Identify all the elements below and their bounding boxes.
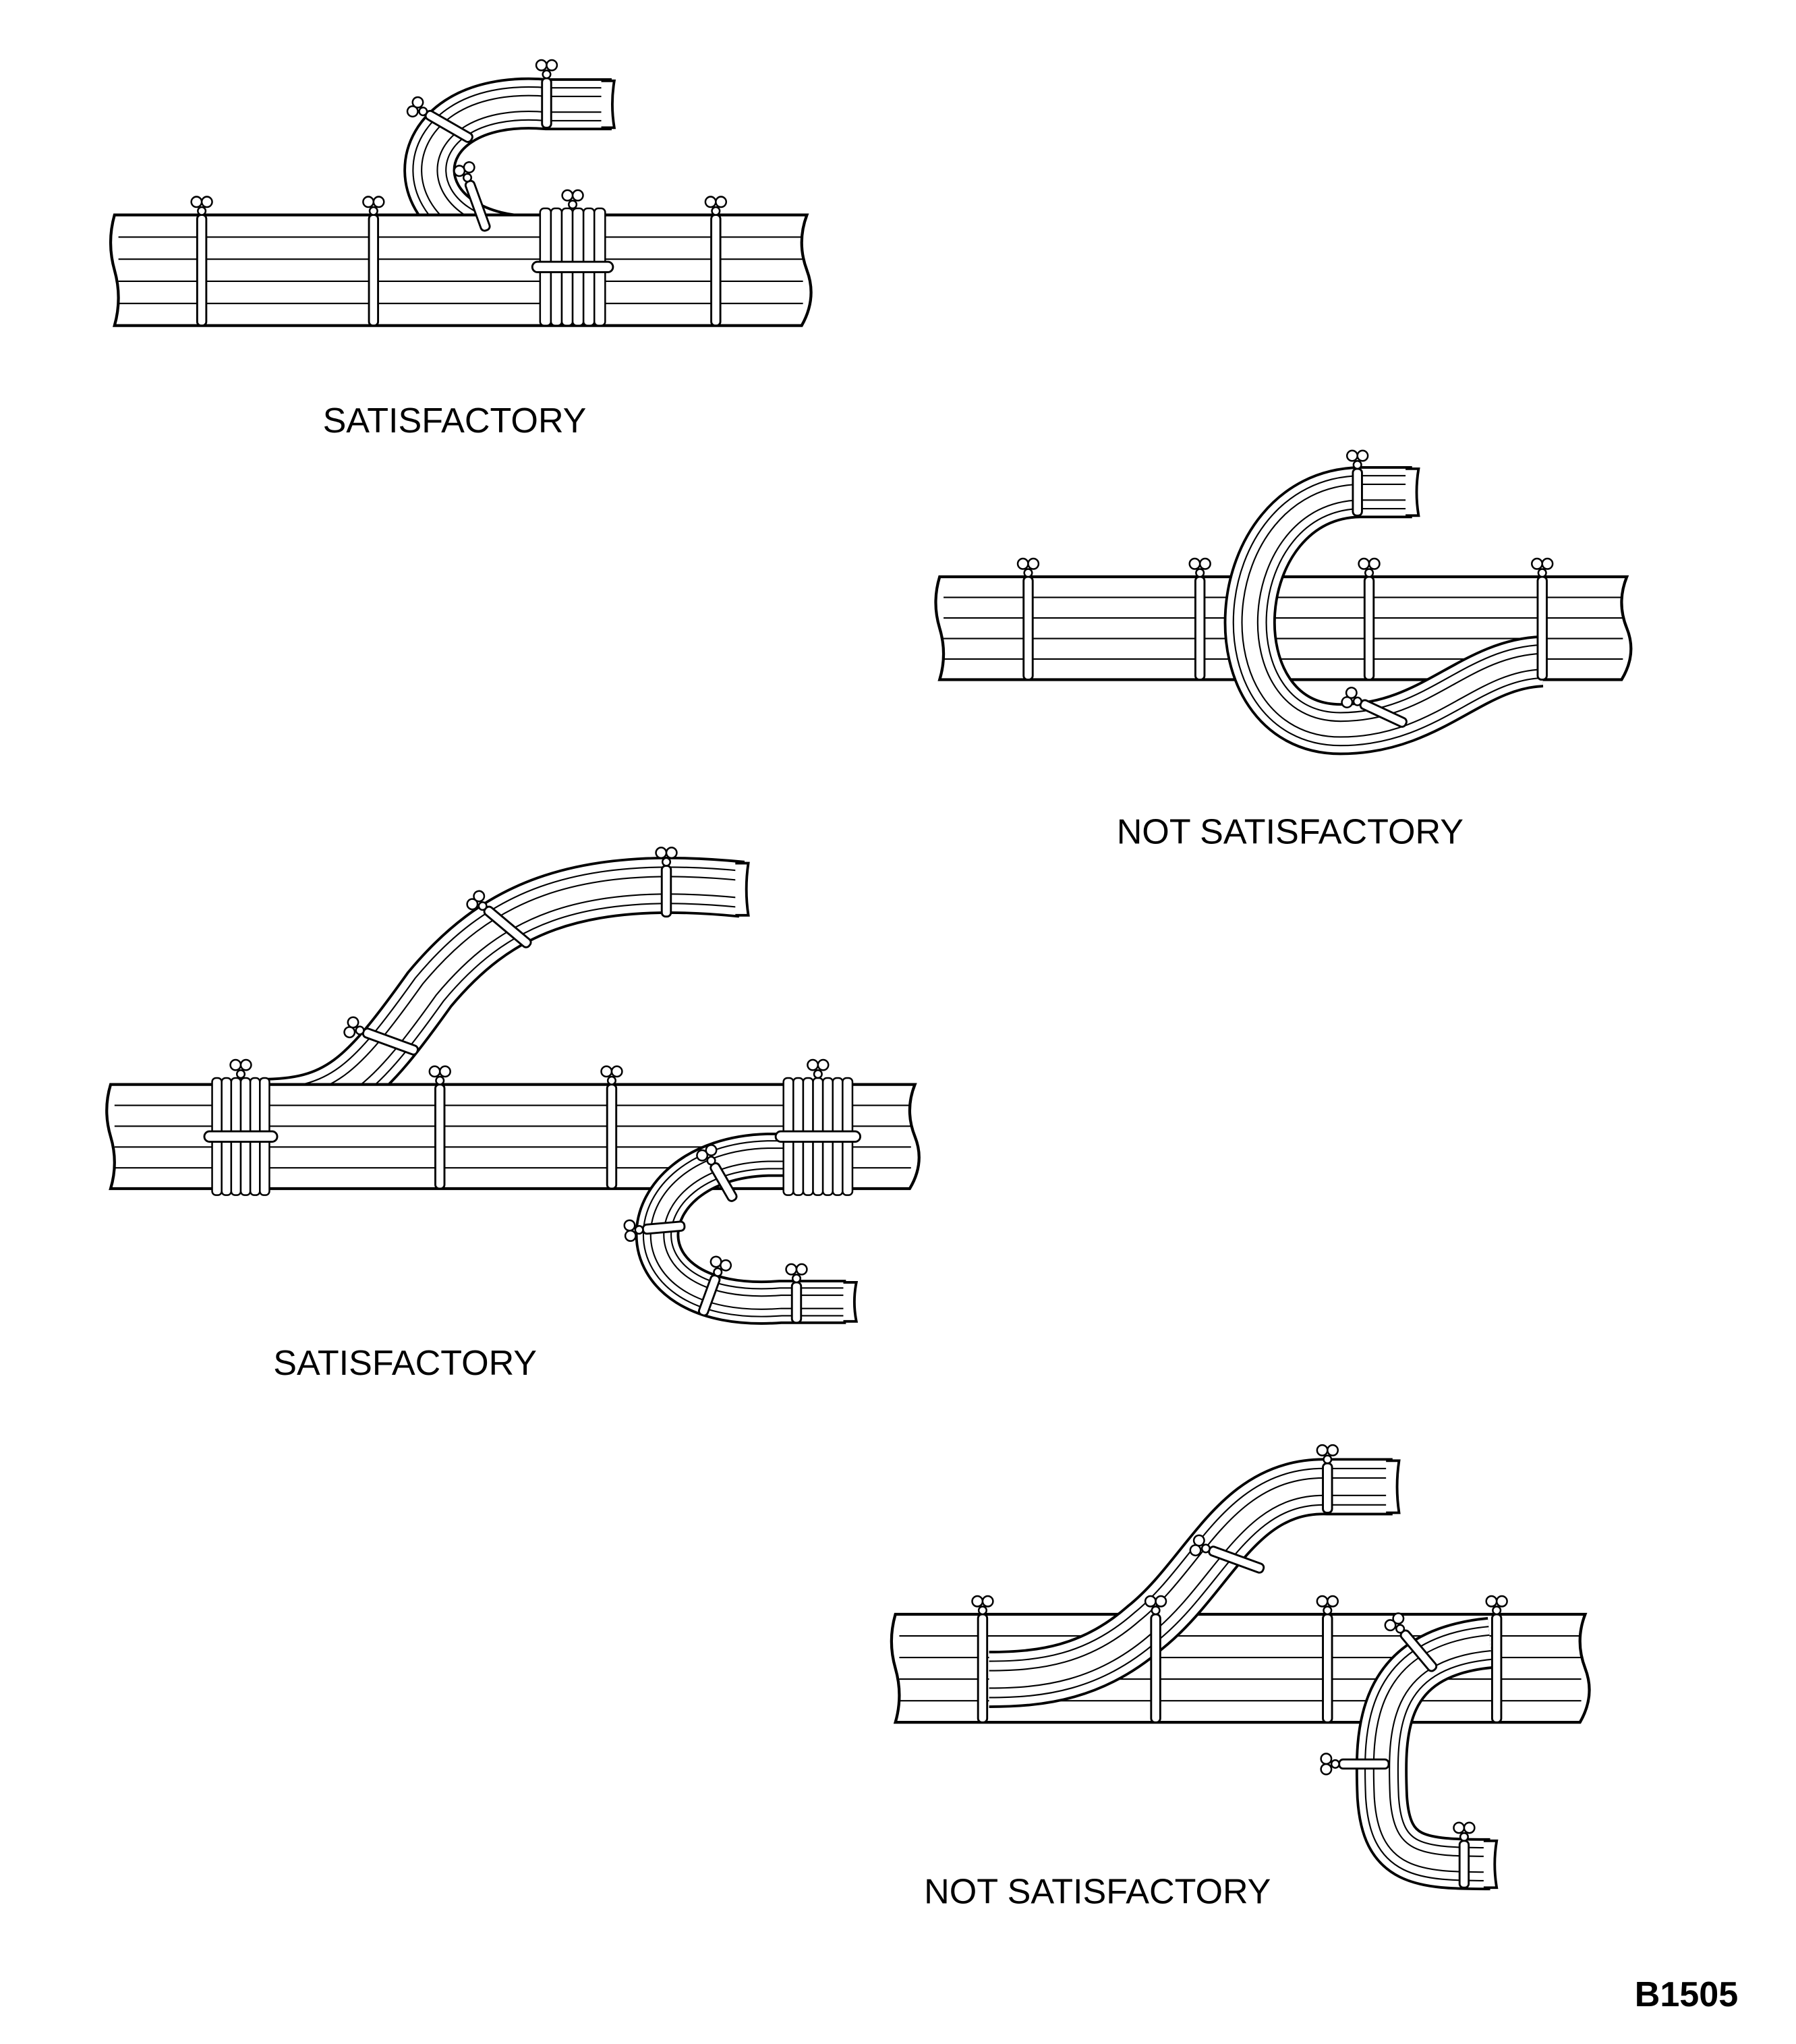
branch-c-fig3: [635, 1133, 846, 1325]
tie-knot-icon: [807, 1058, 830, 1079]
clamp-fig1: [531, 189, 614, 327]
tie-fig4e: [1316, 1444, 1339, 1514]
tie-fig3a: [428, 1065, 451, 1190]
tie-fig4i: [1453, 1821, 1476, 1889]
tie-fig4h: [1320, 1753, 1390, 1776]
tie-fig3i: [785, 1263, 808, 1324]
tie-knot-icon: [1316, 1595, 1339, 1616]
tie-knot-icon: [1320, 1753, 1340, 1776]
tie-fig2c: [1358, 557, 1381, 681]
tie-knot-icon: [535, 59, 558, 80]
figure-4-label: NOT SATISFACTORY: [924, 1872, 1271, 1911]
tie-fig1a: [190, 196, 213, 327]
tie-knot-icon: [1531, 557, 1554, 578]
tie-fig4c: [1316, 1595, 1339, 1724]
tie-fig2e: [1345, 449, 1369, 517]
tie-knot-icon: [428, 1065, 451, 1085]
tie-fig4g: [1382, 1610, 1438, 1672]
tie-knot-icon: [1016, 557, 1040, 578]
tie-fig3g: [622, 1218, 686, 1243]
tie-fig4b: [1144, 1595, 1167, 1724]
branch-c-fig4: [1355, 1617, 1494, 1891]
tie-knot-icon: [600, 1065, 623, 1085]
tie-knot-icon: [229, 1058, 252, 1079]
tie-fig4d: [1485, 1595, 1508, 1724]
tie-fig1d: [535, 59, 558, 129]
main-bundle-fig1: [109, 213, 813, 327]
tie-fig2f: [1339, 685, 1408, 728]
tie-fig3b: [600, 1065, 623, 1190]
figure-2-label: NOT SATISFACTORY: [1117, 813, 1464, 852]
tie-fig1c: [704, 196, 728, 327]
tie-fig2b: [1188, 557, 1211, 681]
tie-fig4a: [971, 1595, 994, 1724]
tie-fig3d: [464, 888, 532, 948]
tie-knot-icon: [1345, 449, 1369, 470]
figure-code: B1505: [1635, 1975, 1739, 2014]
figure-3-label: SATISFACTORY: [273, 1344, 537, 1383]
tie-fig3f: [694, 1142, 738, 1202]
tie-knot-icon: [704, 196, 728, 216]
tie-fig3e: [342, 1015, 419, 1056]
tie-knot-icon: [971, 1595, 994, 1616]
tie-fig3h: [697, 1254, 734, 1317]
tie-knot-icon: [785, 1263, 808, 1284]
tie-knot-icon: [362, 196, 385, 216]
tie-knot-icon: [1358, 557, 1381, 578]
branch-loop-fig2: [1223, 466, 1544, 756]
clamp-fig3a: [203, 1058, 279, 1196]
tie-fig4f: [1188, 1533, 1265, 1574]
tie-fig3c: [655, 847, 678, 918]
tie-knot-icon: [190, 196, 213, 216]
clamp-fig3b: [774, 1058, 861, 1196]
tie-fig2d: [1531, 557, 1554, 681]
tie-fig1b: [362, 196, 385, 327]
tie-fig1e: [404, 94, 473, 143]
figure-1-label: SATISFACTORY: [323, 401, 587, 441]
tie-knot-icon: [561, 189, 584, 210]
main-bundle-fig2: [934, 575, 1633, 681]
tie-knot-icon: [1188, 557, 1211, 578]
tie-knot-icon: [1485, 1595, 1508, 1616]
tie-fig2a: [1016, 557, 1040, 681]
tie-fig1f: [452, 159, 491, 232]
